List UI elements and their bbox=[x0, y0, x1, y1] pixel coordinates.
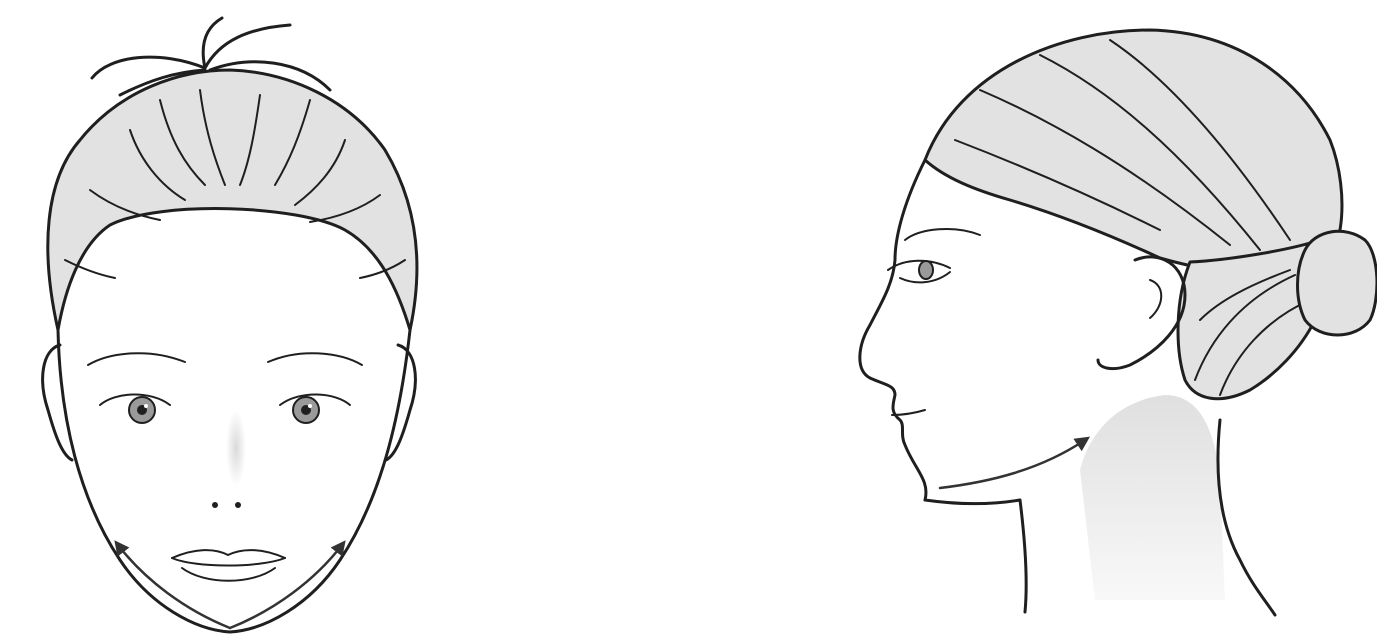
front-lips bbox=[172, 550, 285, 581]
front-right-arrow bbox=[230, 545, 342, 628]
side-neck-shade bbox=[1080, 395, 1225, 600]
side-hair-bun bbox=[1298, 231, 1377, 335]
side-ear-inner bbox=[1150, 280, 1161, 318]
side-jawline bbox=[925, 500, 1020, 504]
front-nose-shade bbox=[226, 410, 246, 486]
front-left-eye bbox=[100, 394, 170, 423]
side-arrow bbox=[940, 440, 1085, 488]
front-left-ear bbox=[43, 345, 72, 460]
front-view-face bbox=[43, 18, 417, 632]
side-hair bbox=[925, 30, 1342, 272]
side-eye bbox=[888, 261, 950, 283]
front-left-eyebrow bbox=[88, 353, 185, 365]
side-view-face bbox=[860, 30, 1377, 615]
front-right-eye bbox=[280, 394, 350, 423]
front-left-nostril bbox=[212, 502, 218, 508]
front-right-nostril bbox=[235, 502, 241, 508]
side-ear bbox=[1098, 257, 1185, 369]
side-neck-back bbox=[1218, 420, 1275, 615]
front-hair bbox=[48, 70, 417, 330]
side-neck-front bbox=[1020, 500, 1026, 612]
side-mouth bbox=[892, 410, 925, 415]
side-face-profile bbox=[860, 160, 926, 500]
front-right-eyebrow bbox=[268, 353, 362, 365]
side-eyebrow bbox=[905, 229, 980, 240]
